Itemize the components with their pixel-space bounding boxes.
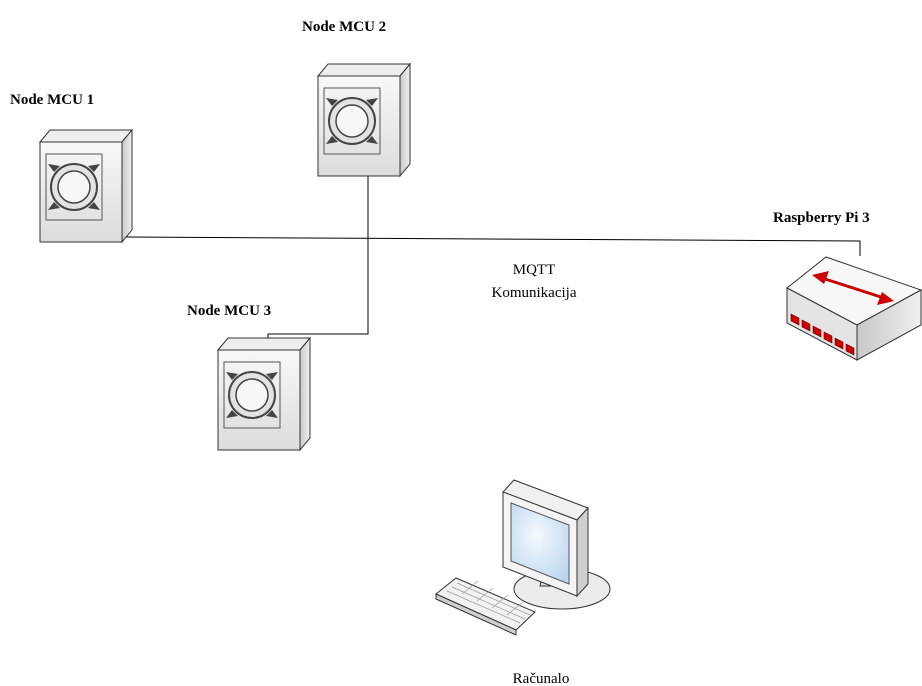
- server-icon: [217, 337, 311, 451]
- racunalo-label: Računalo: [513, 671, 570, 686]
- link-node1-rpi: [124, 236, 861, 256]
- workstation-computer-icon: [435, 479, 611, 636]
- node-mcu-1-label: Node MCU 1: [10, 92, 94, 108]
- node-mcu-1: Node MCU 1: [10, 92, 133, 243]
- node-mcu-3: Node MCU 3: [187, 303, 311, 451]
- link-label-line1: MQTT: [513, 262, 556, 278]
- node-mcu-2: Node MCU 2: [302, 19, 411, 177]
- server-icon: [39, 129, 133, 243]
- raspberry-pi-3-label: Raspberry Pi 3: [773, 210, 870, 226]
- node-mcu-2-label: Node MCU 2: [302, 19, 386, 35]
- racunalo: Računalo: [435, 479, 611, 686]
- link-label: MQTT Komunikacija: [492, 262, 577, 301]
- raspberry-pi-3: Raspberry Pi 3: [773, 210, 922, 361]
- server-icon: [317, 63, 411, 177]
- switch-hub-icon: [786, 256, 922, 361]
- link-label-line2: Komunikacija: [492, 285, 577, 301]
- node-mcu-3-label: Node MCU 3: [187, 303, 271, 319]
